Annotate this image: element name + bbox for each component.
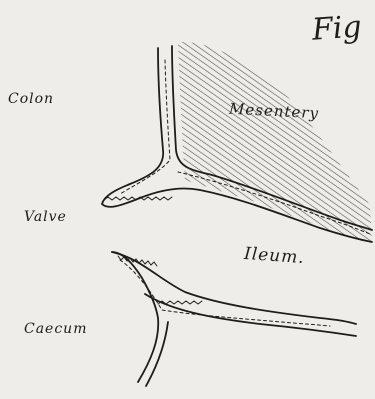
mesentery-hatching [178, 42, 372, 244]
lower-intestinal-wall [112, 252, 356, 386]
label-mesentery: Mesentery [229, 102, 320, 122]
label-ileum: Ileum. [243, 246, 305, 267]
label-colon: Colon [8, 92, 54, 106]
label-caecum: Caecum [24, 322, 87, 336]
label-valve: Valve [24, 210, 67, 224]
figure-label: Fig [311, 12, 363, 45]
